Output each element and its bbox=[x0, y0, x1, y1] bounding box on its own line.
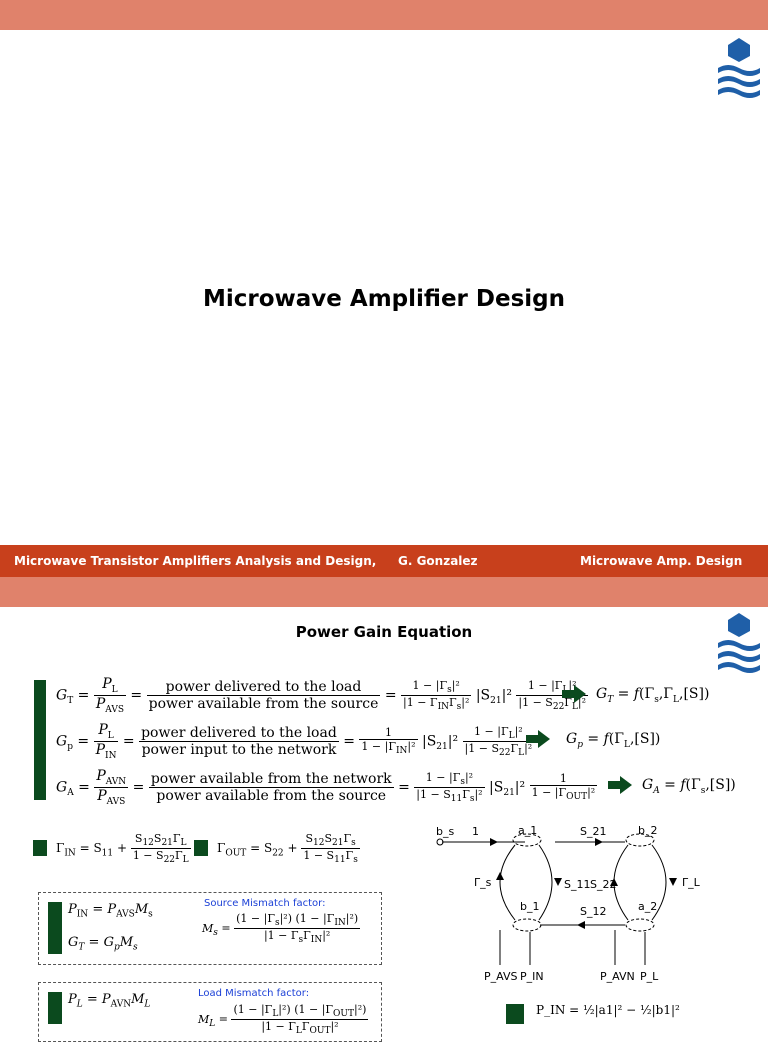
diagram-label-gl: Γ_L bbox=[682, 876, 700, 889]
bullet-square bbox=[194, 840, 208, 856]
slide1-header-bar bbox=[0, 0, 768, 30]
right-arrow-icon bbox=[608, 776, 632, 794]
diagram-label-bs: b_s bbox=[436, 825, 455, 838]
load-mismatch-label: Load Mismatch factor: bbox=[198, 988, 310, 999]
footer-topic: Microwave Amp. Design bbox=[580, 554, 743, 568]
gp-words-den: power input to the network bbox=[141, 741, 337, 758]
box-marker-bar bbox=[48, 902, 62, 954]
diagram-label-s22: S_22 bbox=[590, 878, 617, 891]
footer-reference: Microwave Transistor Amplifiers Analysis… bbox=[14, 554, 377, 568]
gt-result: GT = f(Γs,ΓL,[S]) bbox=[596, 686, 710, 705]
diagram-label-gs: Γ_s bbox=[474, 876, 492, 889]
slide2-header-bar bbox=[0, 577, 768, 607]
box-marker-bar bbox=[48, 992, 62, 1024]
right-arrow-icon bbox=[562, 685, 586, 703]
slide1-title: Microwave Amplifier Design bbox=[202, 286, 565, 312]
pin-equation: PIN = PAVSMs bbox=[68, 902, 153, 920]
diagram-label-pavn: P_AVN bbox=[600, 970, 635, 983]
source-mismatch-label: Source Mismatch factor: bbox=[204, 898, 326, 909]
gt-words-num: power delivered to the load bbox=[146, 679, 381, 696]
ga-words-num: power available from the network bbox=[148, 770, 394, 788]
ga-result: GA = f(Γs,[S]) bbox=[642, 777, 736, 796]
university-logo-icon bbox=[718, 38, 760, 98]
ml-equation: ML = (1 − |ΓL|²) (1 − |ΓOUT|²)|1 − ΓLΓOU… bbox=[198, 1003, 369, 1037]
gp-result: Gp = f(ΓL,[S]) bbox=[566, 731, 661, 750]
footer-author: G. Gonzalez bbox=[398, 554, 478, 568]
pl-equation: PL = PAVNML bbox=[68, 992, 151, 1010]
diagram-label-one: 1 bbox=[472, 825, 479, 838]
slide1: Microwave Amplifier Design bbox=[0, 30, 768, 545]
gt-words-den: power available from the source bbox=[148, 695, 379, 712]
diagram-label-a1: a_1 bbox=[518, 824, 538, 837]
bullet-square bbox=[33, 840, 47, 856]
pin-power-equation: P_IN = ½|a1|² − ½|b1|² bbox=[536, 1003, 680, 1017]
diagram-label-pavs: P_AVS bbox=[484, 970, 518, 983]
diagram-label-a2: a_2 bbox=[638, 900, 658, 913]
diagram-label-b2: b_2 bbox=[638, 824, 658, 837]
gt-mismatch-equation: GT = GpMs bbox=[68, 935, 138, 953]
diagram-label-pin: P_IN bbox=[520, 970, 544, 983]
diagram-label-s11: S_11 bbox=[564, 878, 591, 891]
signal-flow-diagram bbox=[436, 833, 677, 965]
bullet-square bbox=[506, 1004, 524, 1024]
gp-words-num: power delivered to the load bbox=[139, 724, 339, 742]
source-mismatch-box bbox=[38, 892, 382, 965]
right-arrow-icon bbox=[526, 730, 550, 748]
diagram-label-s12: S_12 bbox=[580, 905, 607, 918]
ms-equation: Ms = (1 − |Γs|²) (1 − |ΓIN|²)|1 − ΓsΓIN|… bbox=[202, 912, 361, 946]
equation-marker-bar bbox=[34, 680, 46, 800]
ga-words-den: power available from the source bbox=[156, 787, 387, 804]
slide-footer: Microwave Transistor Amplifiers Analysis… bbox=[0, 545, 768, 577]
diagram-label-s21: S_21 bbox=[580, 825, 607, 838]
university-logo-icon bbox=[718, 613, 760, 673]
diagram-label-pl: P_L bbox=[640, 970, 659, 983]
diagram-label-b1: b_1 bbox=[520, 900, 540, 913]
slide2-title: Power Gain Equation bbox=[295, 623, 473, 641]
